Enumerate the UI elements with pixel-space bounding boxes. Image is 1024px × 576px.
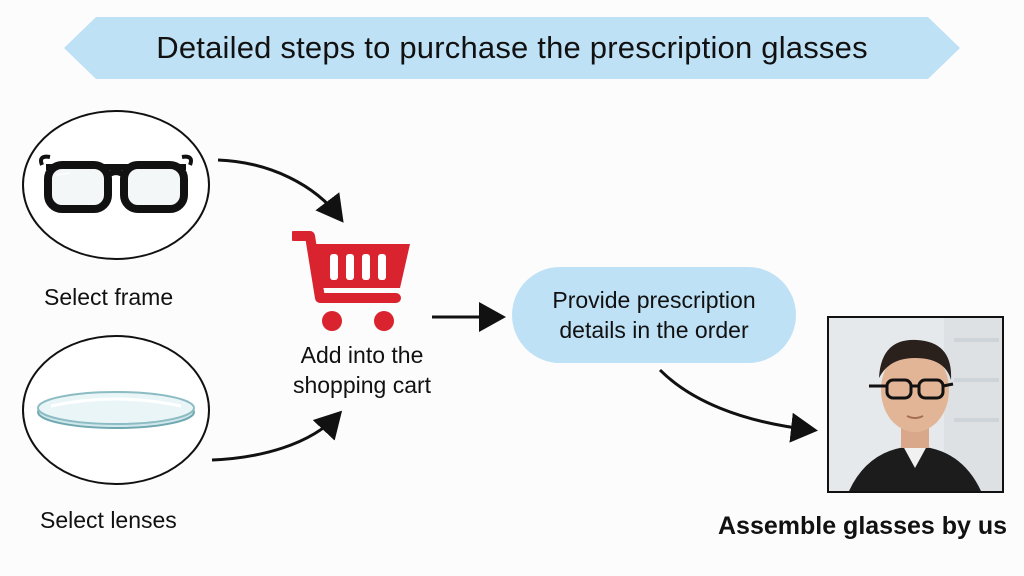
arrow-prescription-to-assemble — [658, 368, 818, 443]
frame-step-circle — [22, 110, 210, 260]
banner-shape — [64, 17, 960, 79]
lens-icon — [37, 391, 195, 429]
frame-step-label: Select frame — [44, 284, 174, 310]
assemble-step-label: Assemble glasses by us — [718, 512, 1008, 540]
arrow-lenses-to-cart — [211, 410, 343, 462]
person-illustration — [829, 318, 1002, 491]
cart-step-label: Add into the shopping cart — [292, 342, 432, 398]
title-banner: Detailed steps to purchase the prescript… — [64, 17, 960, 79]
arrow-frame-to-cart — [217, 158, 344, 223]
prescription-step-label: Provide prescription details in the orde… — [552, 287, 756, 343]
prescription-step-pill: Provide prescription details in the orde… — [512, 267, 796, 363]
lens-step-label: Select lenses — [40, 507, 177, 533]
shopping-cart-icon — [292, 231, 410, 331]
person-wearing-glasses-photo — [827, 316, 1004, 493]
eyeglasses-icon — [39, 154, 193, 213]
lens-step-circle — [22, 335, 210, 485]
page-title: Detailed steps to purchase the prescript… — [156, 30, 868, 65]
